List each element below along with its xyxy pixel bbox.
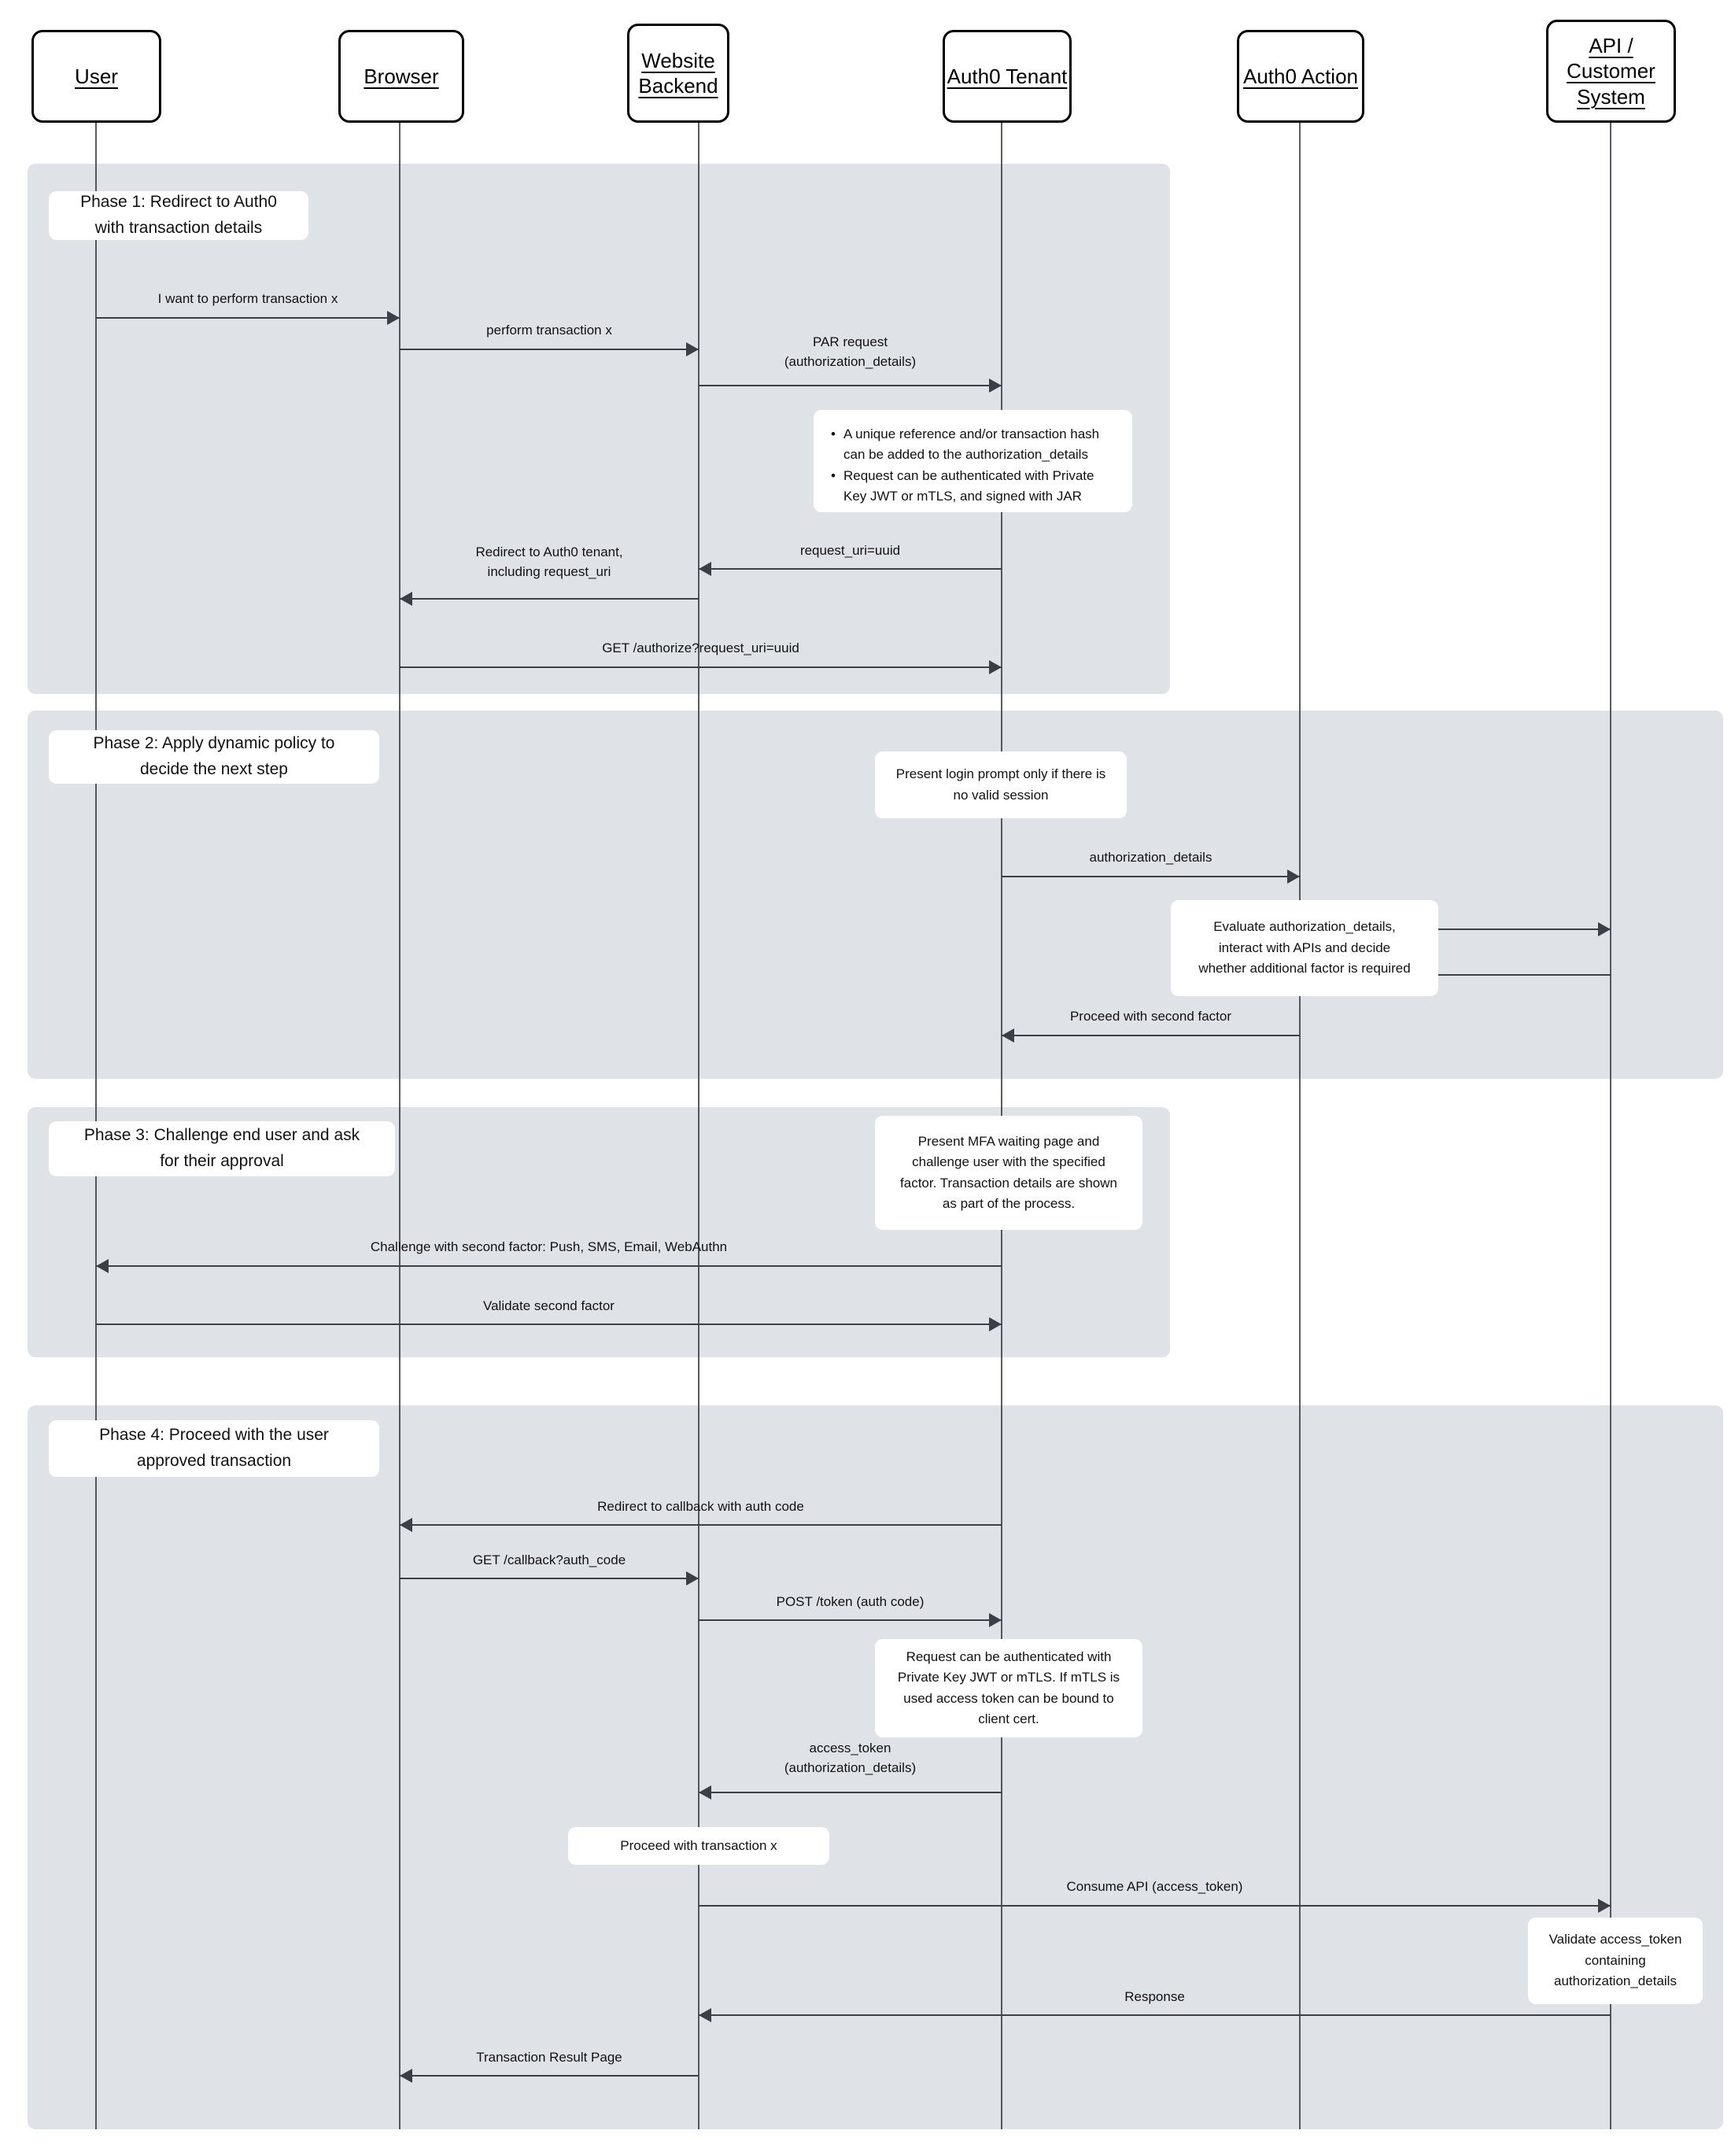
- arrowhead-left-icon: [699, 1785, 711, 1800]
- message-line-m15: [699, 1619, 1002, 1621]
- arrowhead-right-icon: [989, 1613, 1002, 1627]
- participant-label: Website: [641, 48, 715, 72]
- arrowhead-right-icon: [989, 1317, 1002, 1331]
- participant-tenant: Auth0 Tenant: [943, 30, 1072, 123]
- message-line-m01: [96, 317, 400, 319]
- message-line-m07: [1002, 876, 1300, 877]
- lifeline-action: [1299, 123, 1301, 2129]
- message-line-m10: [1002, 1035, 1300, 1036]
- message-line-m18: [699, 2014, 1611, 2016]
- participant-label: API /: [1589, 33, 1633, 57]
- arrowhead-left-icon: [400, 592, 412, 606]
- arrowhead-right-icon: [686, 1571, 699, 1586]
- arrowhead-right-icon: [387, 311, 400, 325]
- note-note-token-auth: Request can be authenticated with Privat…: [875, 1639, 1142, 1737]
- participant-action: Auth0 Action: [1237, 30, 1364, 123]
- message-line-m02: [400, 349, 699, 350]
- arrowhead-right-icon: [989, 378, 1002, 393]
- note-note-evaluate: Evaluate authorization_details, interact…: [1171, 900, 1438, 996]
- phase-callout-phase2: Phase 2: Apply dynamic policy to decide …: [49, 730, 379, 784]
- arrowhead-left-icon: [699, 2008, 711, 2022]
- phase-callout-phase1: Phase 1: Redirect to Auth0 with transact…: [49, 191, 308, 240]
- arrowhead-left-icon: [699, 562, 711, 576]
- message-line-m14: [400, 1578, 699, 1579]
- arrowhead-left-icon: [96, 1259, 109, 1273]
- participant-user: User: [31, 30, 161, 123]
- lifeline-browser: [399, 123, 400, 2129]
- message-line-m08: [1300, 928, 1611, 930]
- arrowhead-left-icon: [1002, 1028, 1014, 1043]
- participant-label: Auth0 Tenant: [947, 64, 1068, 88]
- message-line-m03: [699, 385, 1002, 386]
- arrowhead-right-icon: [1287, 869, 1300, 884]
- message-line-m05: [400, 598, 699, 600]
- arrowhead-left-icon: [400, 2069, 412, 2083]
- participant-browser: Browser: [338, 30, 464, 123]
- message-line-m16: [699, 1792, 1002, 1793]
- message-line-m12: [96, 1324, 1002, 1325]
- participant-label: System: [1577, 84, 1645, 109]
- note-note-mfa: Present MFA waiting page and challenge u…: [875, 1116, 1142, 1230]
- message-line-m13: [400, 1524, 1002, 1526]
- lifeline-backend: [698, 123, 699, 2129]
- participant-label: Browser: [364, 64, 439, 88]
- arrowhead-right-icon: [686, 342, 699, 356]
- message-line-m11: [96, 1265, 1002, 1267]
- arrowhead-left-icon: [400, 1518, 412, 1532]
- phase-callout-phase4: Phase 4: Proceed with the user approved …: [49, 1420, 379, 1477]
- note-note-proceed: Proceed with transaction x: [568, 1827, 829, 1865]
- message-line-m19: [400, 2075, 699, 2077]
- participant-label: User: [75, 64, 118, 88]
- message-line-m09: [1300, 974, 1611, 976]
- participant-label: Auth0 Action: [1243, 64, 1358, 88]
- note-note-login-prompt: Present login prompt only if there is no…: [875, 751, 1127, 818]
- message-line-m17: [699, 1905, 1611, 1907]
- lifeline-api: [1610, 123, 1611, 2129]
- participant-label: Backend: [638, 74, 718, 98]
- phase-band-phase4: [28, 1405, 1723, 2129]
- note-bullet: Request can be authenticated with Privat…: [831, 466, 1115, 506]
- participant-label: Customer: [1567, 59, 1655, 83]
- note-bullet: A unique reference and/or transaction ha…: [831, 424, 1115, 464]
- arrowhead-right-icon: [1598, 1899, 1611, 1913]
- arrowhead-right-icon: [1598, 922, 1611, 936]
- message-line-m06: [400, 666, 1002, 668]
- phase-callout-phase3: Phase 3: Challenge end user and ask for …: [49, 1121, 395, 1176]
- note-note-validate: Validate access_token containing authori…: [1528, 1918, 1703, 2004]
- note-note-par: A unique reference and/or transaction ha…: [814, 410, 1132, 512]
- message-line-m04: [699, 568, 1002, 570]
- arrowhead-right-icon: [989, 660, 1002, 674]
